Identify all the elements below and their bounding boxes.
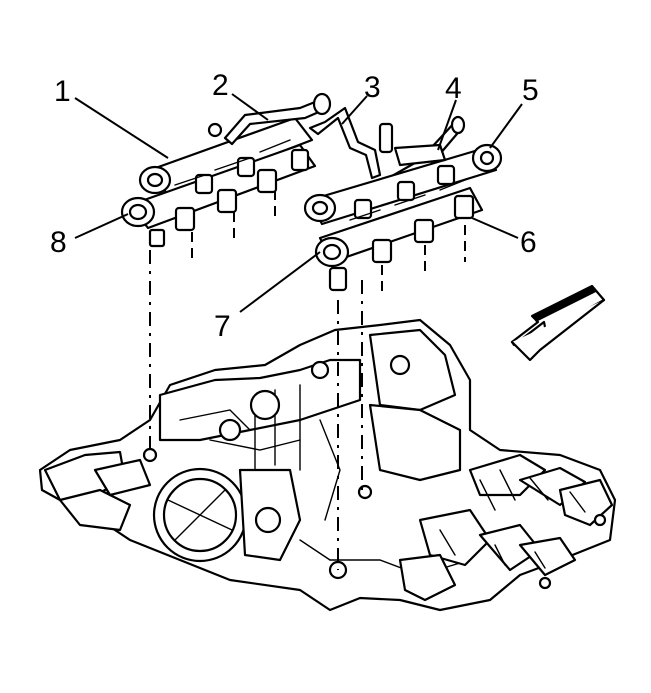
callout-2: 2 — [212, 69, 229, 102]
callout-7: 7 — [214, 310, 231, 343]
callout-3: 3 — [364, 71, 381, 104]
callout-8: 8 — [50, 226, 67, 259]
callout-4: 4 — [445, 72, 462, 105]
injector-alignment-lines — [149, 190, 466, 570]
front-direction-arrow-icon — [510, 284, 606, 362]
right-fuel-rail — [303, 143, 503, 292]
callout-6: 6 — [520, 226, 537, 259]
left-fuel-rail — [120, 116, 317, 248]
callout-1: 1 — [54, 75, 71, 108]
callout-leaders — [74, 93, 523, 313]
intake-manifold-assembly — [38, 318, 617, 612]
left-fuel-injectors — [148, 148, 310, 248]
callout-labels: 1 2 3 4 5 6 7 8 — [50, 69, 539, 343]
right-fuel-injectors — [328, 164, 475, 292]
callout-5: 5 — [522, 74, 539, 107]
